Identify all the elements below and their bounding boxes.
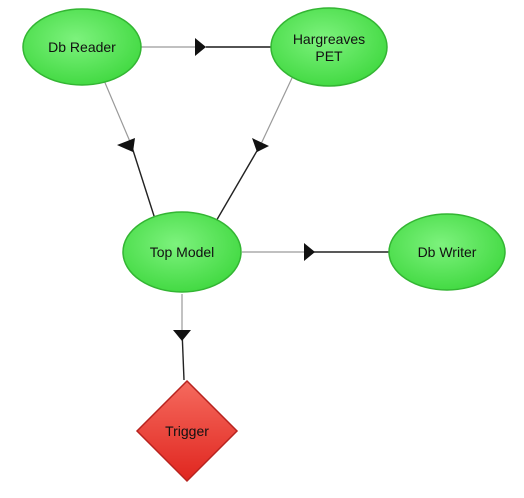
node-label: Db Reader	[48, 39, 116, 55]
edges	[102, 38, 389, 381]
node-trigger[interactable]: Trigger	[135, 379, 239, 483]
node-label: Db Writer	[418, 244, 477, 260]
node-db-writer[interactable]: Db Writer	[388, 213, 506, 291]
node-db-reader[interactable]: Db Reader	[22, 8, 142, 86]
arrowhead-icon	[252, 138, 269, 152]
node-label: Hargreaves	[293, 31, 365, 47]
node-top-model[interactable]: Top Model	[122, 211, 242, 293]
edge-topmodel-to-dbwriter[interactable]	[242, 243, 389, 261]
arrowhead-icon	[173, 330, 191, 341]
edge-dbreader-to-topmodel[interactable]	[102, 77, 156, 220]
edge-hargreaves-to-topmodel[interactable]	[214, 77, 293, 224]
node-label: Top Model	[150, 244, 215, 260]
node-label: PET	[315, 48, 343, 64]
edge-dbreader-to-hargreaves[interactable]	[141, 38, 272, 56]
arrowhead-icon	[117, 138, 135, 152]
node-label: Trigger	[165, 423, 209, 439]
node-hargreaves-pet[interactable]: Hargreaves PET	[270, 7, 388, 87]
arrowhead-icon	[195, 38, 206, 56]
edge-topmodel-to-trigger[interactable]	[173, 294, 191, 381]
arrowhead-icon	[304, 243, 315, 261]
